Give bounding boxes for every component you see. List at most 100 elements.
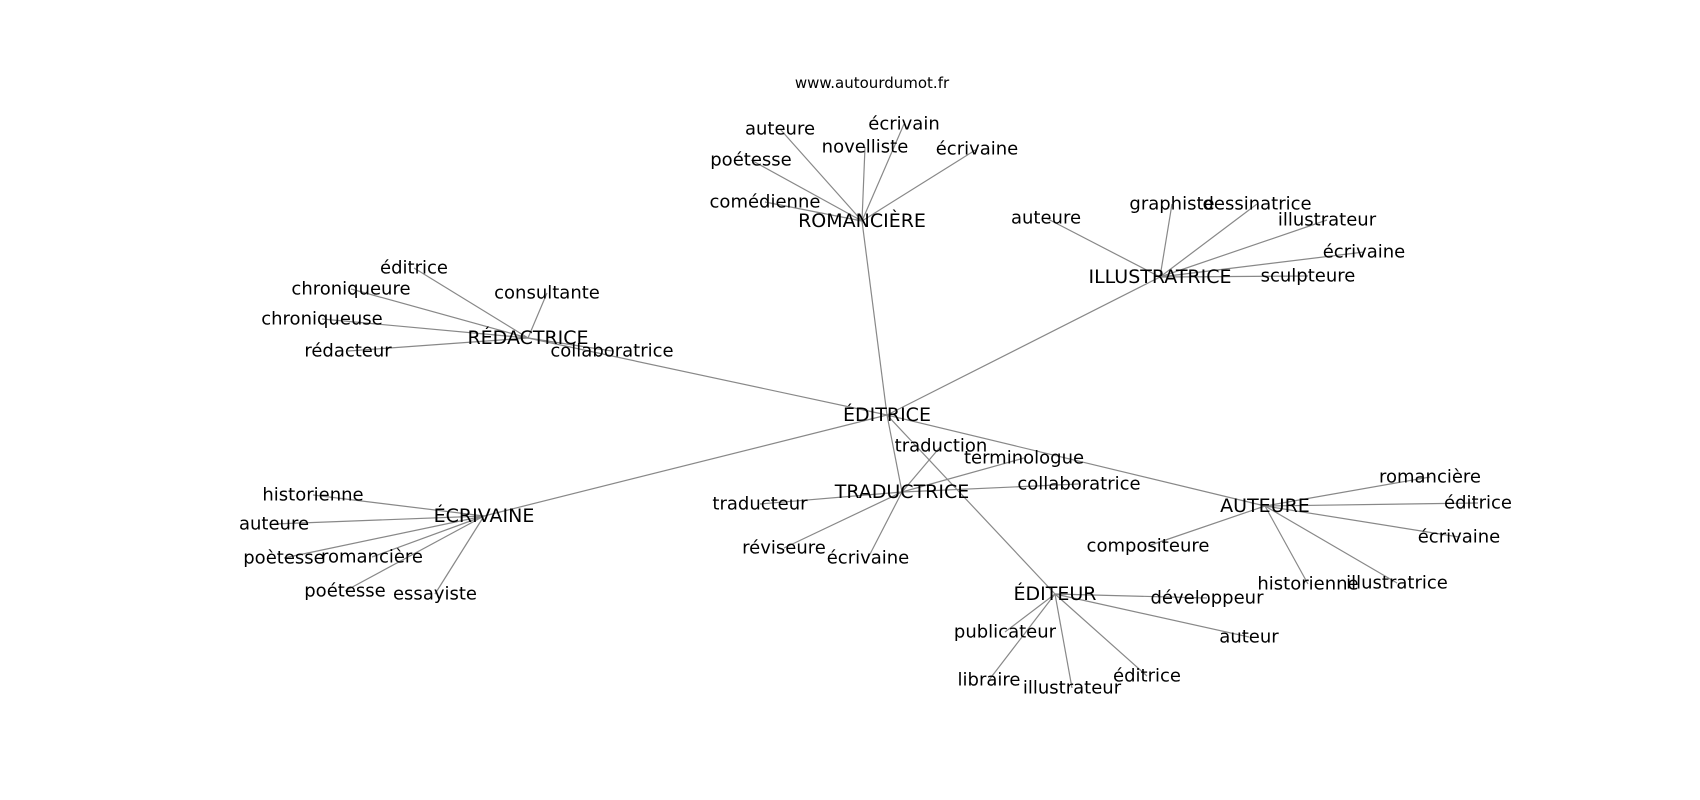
- leaf-node-auteure-ecrivaine[interactable]: écrivaine: [1418, 527, 1501, 548]
- edges-layer: [273, 123, 1479, 689]
- leaf-node-illustratrice-ecrivaine[interactable]: écrivaine: [1323, 242, 1406, 263]
- edge-editeur-developpeur: [1054, 593, 1208, 599]
- edge-editeur-editrice: [1054, 593, 1148, 677]
- leaf-node-romanciere-ecrivaine[interactable]: écrivaine: [936, 139, 1019, 160]
- leaf-node-ecrivaine-auteure[interactable]: auteure: [239, 514, 309, 535]
- edge-redactrice-chroniqueure: [350, 288, 529, 339]
- edge-center-redactrice: [527, 337, 888, 416]
- edge-redactrice-collaboratrice: [527, 337, 613, 352]
- edge-auteure-romanciere: [1264, 476, 1431, 507]
- leaf-node-auteure-editrice[interactable]: éditrice: [1444, 493, 1512, 514]
- edge-center-editeur: [886, 414, 1056, 595]
- edge-romanciere-poetesse: [750, 159, 863, 222]
- leaf-node-traductrice-traducteur[interactable]: traducteur: [712, 494, 808, 515]
- leaf-node-ecrivaine-romanciere[interactable]: romancière: [321, 547, 423, 568]
- leaf-node-redactrice-consultante[interactable]: consultante: [494, 283, 600, 304]
- leaf-node-romanciere-ecrivain[interactable]: écrivain: [868, 114, 939, 135]
- leaf-node-ecrivaine-poetesse-2[interactable]: poétesse: [304, 581, 385, 602]
- leaf-node-ecrivaine-poetesse-1[interactable]: poètesse: [243, 548, 324, 569]
- edge-traductrice-traduction: [901, 445, 942, 493]
- edge-ecrivaine-essayiste: [434, 515, 485, 595]
- edge-illustratrice-auteure: [1045, 217, 1161, 278]
- leaf-node-romanciere-auteure[interactable]: auteure: [745, 119, 815, 140]
- center-node-label[interactable]: ÉDITRICE: [843, 403, 931, 426]
- edge-center-illustratrice: [886, 276, 1161, 416]
- hub-node-traductrice[interactable]: TRADUCTRICE: [834, 481, 970, 503]
- leaf-node-romanciere-poetesse[interactable]: poétesse: [710, 150, 791, 171]
- edge-redactrice-consultante: [527, 292, 548, 339]
- leaf-node-illustratrice-graphiste[interactable]: graphiste: [1129, 194, 1214, 215]
- edge-illustratrice-sculpteure: [1159, 275, 1309, 278]
- edge-romanciere-auteure: [779, 128, 863, 222]
- hub-node-editeur[interactable]: ÉDITEUR: [1014, 582, 1097, 605]
- leaf-node-editeur-developpeur[interactable]: développeur: [1151, 588, 1265, 609]
- leaf-node-auteure-illustratrice[interactable]: illustratrice: [1346, 573, 1448, 594]
- edge-editeur-auteur: [1054, 593, 1250, 638]
- leaf-node-auteure-romanciere[interactable]: romancière: [1379, 467, 1481, 488]
- edge-redactrice-chroniqueuse: [321, 318, 529, 339]
- edge-auteure-illustratrice: [1264, 505, 1398, 584]
- edge-romanciere-comedienne: [764, 201, 863, 222]
- edge-redactrice-redacteur: [347, 337, 529, 352]
- leaf-node-editeur-publicateur[interactable]: publicateur: [954, 622, 1057, 643]
- leaf-node-redactrice-collaboratrice[interactable]: collaboratrice: [550, 341, 673, 362]
- edge-romanciere-ecrivaine: [861, 148, 978, 222]
- leaf-node-auteure-compositeure[interactable]: compositeure: [1087, 536, 1210, 557]
- leaf-node-editeur-auteur[interactable]: auteur: [1219, 627, 1279, 648]
- leaf-node-redactrice-chroniqueure[interactable]: chroniqueure: [291, 279, 410, 300]
- edge-traductrice-ecrivaine: [867, 491, 903, 559]
- edge-center-romanciere: [861, 220, 888, 416]
- labels-layer: ÉDITRICE ROMANCIÈRE auteure écrivainnovelli…: [239, 114, 1512, 699]
- edge-romanciere-novelliste: [861, 146, 866, 222]
- leaf-node-traductrice-reviseure[interactable]: réviseure: [742, 538, 826, 559]
- hub-node-illustratrice[interactable]: ILLUSTRATRICE: [1088, 266, 1231, 288]
- leaf-node-editeur-libraire[interactable]: libraire: [958, 670, 1021, 691]
- edge-ecrivaine-poetesse-2: [344, 515, 485, 592]
- edge-editeur-publicateur: [1004, 593, 1056, 633]
- edge-center-traductrice: [886, 414, 903, 493]
- leaf-node-editeur-editrice[interactable]: éditrice: [1113, 666, 1181, 687]
- edge-auteure-ecrivaine: [1264, 505, 1460, 538]
- edge-editeur-illustrateur: [1054, 593, 1073, 689]
- leaf-node-redactrice-redacteur[interactable]: rédacteur: [304, 341, 392, 362]
- leaf-node-illustratrice-auteure[interactable]: auteure: [1011, 208, 1081, 229]
- edge-traductrice-reviseure: [783, 491, 903, 549]
- leaf-node-illustratrice-dessinatrice[interactable]: dessinatrice: [1202, 194, 1311, 215]
- edge-ecrivaine-romanciere: [371, 515, 485, 558]
- edge-ecrivaine-poetesse-1: [283, 515, 485, 559]
- hub-node-romanciere[interactable]: ROMANCIÈRE: [798, 209, 926, 232]
- edge-traductrice-terminologue: [901, 457, 1025, 493]
- hub-node-redactrice[interactable]: RÉDACTRICE: [467, 326, 588, 349]
- edge-auteure-compositeure: [1147, 505, 1266, 547]
- leaf-node-ecrivaine-historienne[interactable]: historienne: [262, 485, 363, 506]
- leaf-node-redactrice-chroniqueuse[interactable]: chroniqueuse: [261, 309, 383, 330]
- leaf-node-editeur-illustrateur[interactable]: illustrateur: [1023, 678, 1122, 699]
- edge-ecrivaine-historienne: [312, 494, 485, 517]
- edge-auteure-editrice: [1264, 502, 1479, 507]
- edge-illustratrice-dessinatrice: [1159, 203, 1258, 278]
- hub-node-auteure[interactable]: AUTEURE: [1220, 495, 1310, 517]
- leaf-node-traductrice-terminologue[interactable]: terminologue: [964, 448, 1084, 469]
- edge-redactrice-editrice: [413, 267, 529, 339]
- leaf-node-traductrice-ecrivaine[interactable]: écrivaine: [827, 548, 910, 569]
- edge-romanciere-ecrivain: [861, 123, 905, 222]
- edge-traductrice-traducteur: [759, 491, 903, 505]
- edge-ecrivaine-auteure: [273, 515, 485, 525]
- leaf-node-illustratrice-illustrateur[interactable]: illustrateur: [1278, 210, 1377, 231]
- hub-node-ecrivaine[interactable]: ÉCRIVAINE: [434, 504, 535, 527]
- edge-editeur-libraire: [988, 593, 1056, 681]
- leaf-node-auteure-historienne[interactable]: historienne: [1257, 574, 1358, 595]
- site-url: www.autourdumot.fr: [795, 74, 950, 92]
- leaf-node-illustratrice-sculpteure[interactable]: sculpteure: [1261, 266, 1356, 287]
- leaf-node-redactrice-editrice[interactable]: éditrice: [380, 258, 448, 279]
- leaf-node-traductrice-collaboratrice[interactable]: collaboratrice: [1017, 474, 1140, 495]
- leaf-node-traductrice-traduction[interactable]: traduction: [895, 436, 988, 457]
- leaf-node-romanciere-comedienne[interactable]: comédienne: [710, 192, 821, 213]
- leaf-node-romanciere-novelliste[interactable]: novelliste: [822, 137, 909, 158]
- edge-center-ecrivaine: [483, 414, 888, 517]
- edge-illustratrice-graphiste: [1159, 203, 1173, 278]
- edge-center-auteure: [886, 414, 1266, 507]
- edge-illustratrice-illustrateur: [1159, 219, 1328, 278]
- leaf-node-ecrivaine-essayiste[interactable]: essayiste: [393, 584, 477, 605]
